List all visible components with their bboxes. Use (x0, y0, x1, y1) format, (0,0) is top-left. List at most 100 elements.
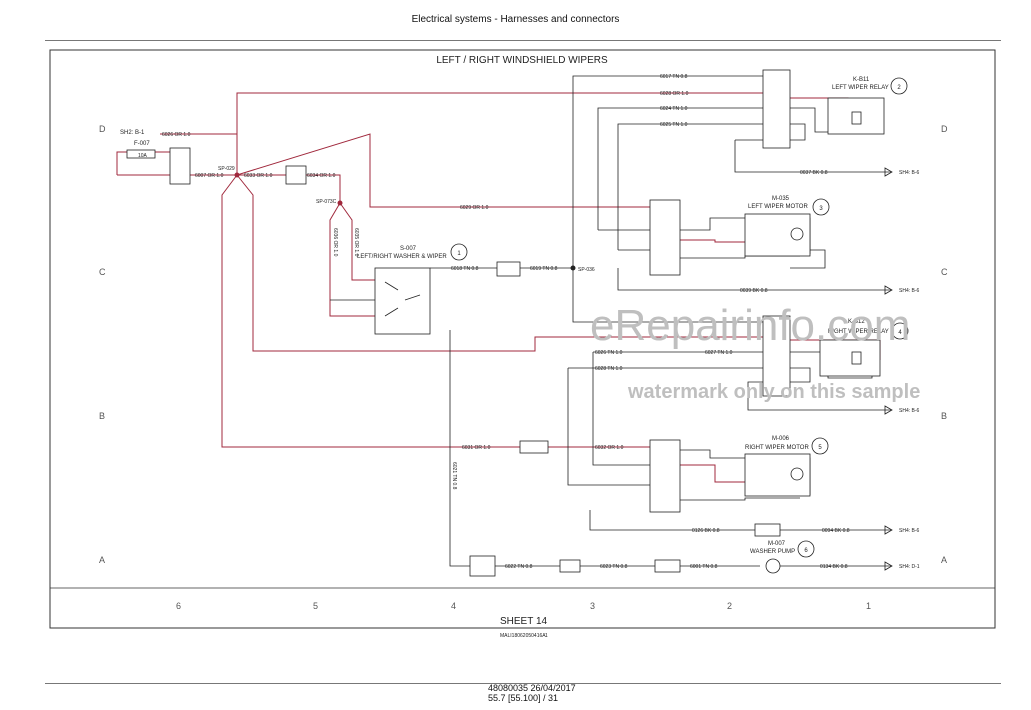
wire-label-6026tn: 6026 TN 1.0 (595, 350, 623, 356)
wire-kb2-lower (747, 367, 811, 395)
motor-m006-id: M-006 (772, 436, 790, 442)
ref-arrow-4 (884, 525, 893, 535)
callout-1-num: 1 (457, 251, 461, 257)
col-label-3: 3 (590, 601, 595, 611)
connector-x031 (649, 199, 681, 276)
wire-label-0134: 0134 BK 0.8 (820, 564, 848, 570)
col-label-6: 6 (176, 601, 181, 611)
col-label-2: 2 (727, 601, 732, 611)
connector-x084 (169, 147, 191, 185)
switch-s007-name: LEFT/RIGHT WASHER & WIPER (357, 254, 447, 260)
connector-x041 (519, 440, 549, 454)
wire-label-6035: 6035 OR 1.0 (353, 228, 359, 257)
wire-label-6028tn: 6028 TN 1.0 (595, 366, 623, 372)
connector-x061a (469, 555, 496, 577)
row-label-b-left: B (99, 411, 105, 421)
callout-6-circle (797, 540, 815, 558)
wire-6007-6034-red (190, 174, 341, 203)
relay-kb1-id: K-B11 (853, 77, 870, 83)
callout-5-num: 5 (818, 445, 822, 451)
wire-6031-6032-red (221, 174, 650, 448)
footer-doc-date: 48080035 26/04/2017 (488, 683, 576, 693)
node-sp036: SP-036 (578, 267, 595, 273)
washer-pump-name: WASHER PUMP (750, 549, 795, 555)
switch-s007-id: S-007 (400, 246, 417, 252)
ref-sh4-e: SH4: D-1 (899, 564, 920, 570)
wire-label-6001: 6001 TN 0.8 (690, 564, 718, 570)
wire-label-0094: 0094 BK 0.8 (822, 528, 850, 534)
callout-5-circle (811, 437, 829, 455)
motor-m035-id: M-035 (772, 196, 790, 202)
motor-m006-symbol (790, 467, 804, 481)
washer-pump-symbol (765, 558, 781, 574)
switch-contacts (384, 281, 421, 317)
callout-2-num: 2 (897, 85, 901, 91)
ref-sh2: SH2: B-1 (120, 130, 145, 136)
wire-label-6034: 6034 OR 1.0 (307, 173, 336, 179)
relay-kb2-coil (851, 351, 862, 365)
wire-label-0037: 0037 BK 0.8 (800, 170, 828, 176)
wire-label-6007: 6007 OR 1.0 (195, 173, 224, 179)
callout-3-num: 3 (819, 206, 823, 212)
connector-x062a (496, 261, 521, 277)
wire-kb2-ground (747, 395, 892, 411)
connector-x062 (285, 165, 307, 185)
row-label-d-right: D (941, 124, 948, 134)
connector-x190 (654, 559, 681, 573)
wire-label-6017: 6017 TN 0.8 (660, 74, 688, 80)
ref-sh4-b: SH4: B-6 (899, 288, 920, 294)
wire-label-6032: 6032 OR 1.0 (595, 445, 624, 451)
motor-m035-name: LEFT WIPER MOTOR (748, 204, 808, 210)
footer-page-ref: 55.7 [55.100] / 31 (488, 693, 559, 703)
callout-1-circle (450, 243, 468, 261)
ref-arrow-5 (884, 561, 893, 571)
callout-4-num: 4 (898, 330, 902, 336)
col-label-4: 4 (451, 601, 456, 611)
wire-label-6036: 6036 OR 1.0 (332, 228, 338, 257)
wire-6026-red (160, 133, 238, 175)
splice-sp036 (570, 265, 576, 271)
wire-label-6018: 6018 TN 0.8 (451, 266, 479, 272)
switch-s007 (374, 267, 431, 335)
row-label-c-left: C (99, 267, 106, 277)
wire-6035-red (339, 202, 375, 281)
relay-kb2-id: K-B12 (848, 319, 865, 325)
wire-m006-lower (680, 497, 800, 501)
wire-label-6029: 6029 OR 1.0 (460, 205, 489, 211)
wire-label-6019: 6019 TN 0.8 (530, 266, 558, 272)
header-divider (45, 40, 1001, 41)
wire-label-6031: 6031 OR 1.0 (462, 445, 491, 451)
callout-2-circle (890, 77, 908, 95)
watermark-note: watermark only on this sample (627, 381, 920, 403)
relay-kb2-name: RIGHT WIPER RELAY (828, 329, 889, 335)
wire-0037 (734, 140, 892, 173)
wire-label-6024: 6024 TN 1.0 (660, 106, 688, 112)
wire-6028-to-m006 (567, 368, 650, 486)
wire-label-6033: 6033 OR 1.0 (244, 173, 273, 179)
washer-pump-id: M-007 (768, 541, 786, 547)
wire-6019-right (572, 268, 763, 323)
ref-arrow-3 (884, 405, 893, 415)
diagram-frame (49, 49, 996, 629)
callout-3-circle (812, 198, 830, 216)
page-header-title: Electrical systems - Harnesses and conne… (411, 14, 620, 25)
connector-x006 (762, 69, 791, 149)
relay-kb2 (819, 339, 881, 377)
wire-label-6025: 6025 TN 1.0 (660, 122, 688, 128)
wire-label-0039: 0039 BK 0.8 (740, 288, 768, 294)
wire-6025 (617, 123, 763, 250)
doc-ref-page: 1 (545, 633, 548, 639)
doc-ref: MALI18062050416A (500, 633, 546, 639)
wire-label-6028: 6028 OR 1.0 (660, 91, 689, 97)
diagram-title: LEFT / RIGHT WINDSHIELD WIPERS (436, 55, 608, 66)
row-label-c-right: C (941, 267, 948, 277)
wire-label-6026: 6026 OR 1.0 (162, 132, 191, 138)
connector-x039 (762, 315, 791, 397)
ref-sh4-d: SH4: B-6 (899, 528, 920, 534)
callout-4-circle (891, 322, 909, 340)
wire-6024 (597, 107, 763, 230)
wire-0126-0094 (589, 510, 892, 531)
row-label-a-right: A (941, 555, 947, 565)
node-sp029: SP-029 (218, 166, 235, 172)
